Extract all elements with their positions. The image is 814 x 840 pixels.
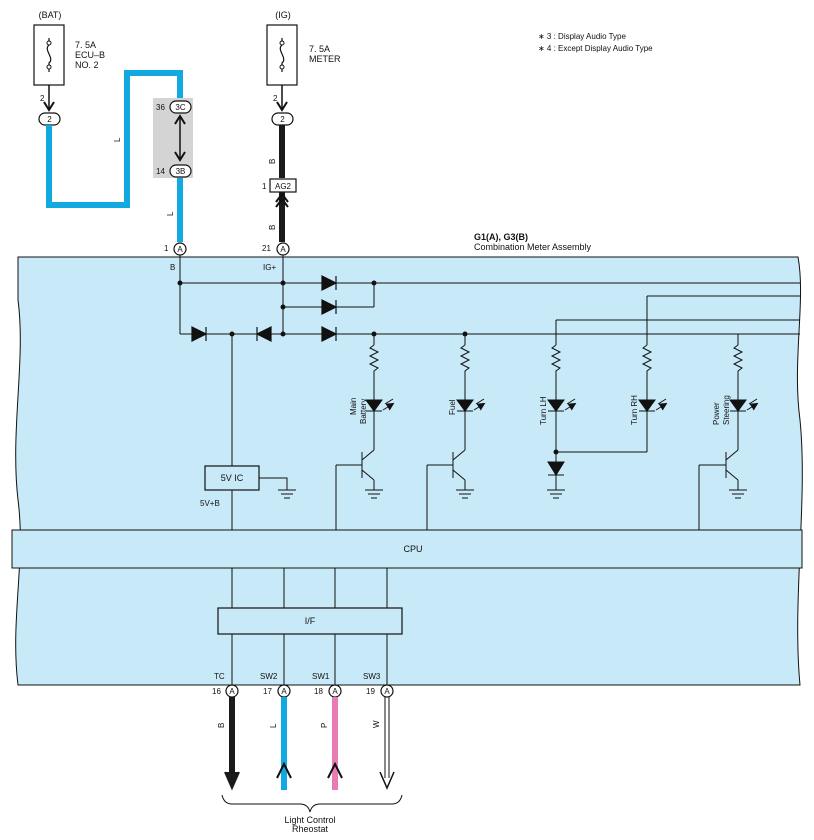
pin-sw1-label: SW1 [312, 672, 330, 681]
diode-icon [191, 326, 208, 342]
bat-fuse-name-2: NO. 2 [75, 60, 99, 70]
pin-sw3-connector [380, 684, 394, 698]
interface-block [217, 607, 403, 635]
destination-label-2: Rheostat [292, 824, 329, 834]
note-display-audio: ∗ 3 : Display Audio Type [538, 32, 626, 41]
pin-sw1-number: 18 [314, 687, 323, 696]
pin-ig-label: IG+ [263, 263, 276, 272]
arrow-up-icon [327, 761, 343, 779]
indicator-main-battery-label-2: Battery [359, 399, 368, 424]
wire-tc-code: B [217, 723, 226, 728]
cpu-label: CPU [403, 544, 422, 554]
indicator-main-battery [335, 344, 393, 530]
indicator-fuel-label: Fuel [448, 399, 457, 415]
indicator-power-steering-label: Power [712, 402, 721, 425]
diode-icon [321, 299, 338, 315]
pin-tc-number: 16 [212, 687, 221, 696]
junction-bottom-pin: 14 [156, 167, 165, 176]
5v-ic-label: 5V IC [221, 473, 244, 483]
junction-top-connector [169, 100, 192, 114]
indicator-turn-lh [547, 344, 575, 499]
pin-sw2-number: 17 [263, 687, 272, 696]
5v-b-label: 5V+B [200, 499, 220, 508]
pin-sw3-number: 19 [366, 687, 375, 696]
svg-text:A: A [281, 687, 287, 696]
bat-wire-l [46, 70, 183, 208]
arrow-down-icon [379, 771, 395, 790]
ground-icon [259, 477, 296, 499]
junction-bottom-connector [169, 164, 192, 178]
5v-ic-block [204, 465, 260, 491]
svg-text:A: A [280, 245, 286, 254]
indicator-turn-lh-label: Turn LH [539, 396, 548, 425]
bat-wire-code-upper: L [113, 137, 122, 142]
svg-text:A: A [177, 245, 183, 254]
indicator-power-steering-label-2: Steering [722, 395, 731, 425]
pin-tc-label: TC [214, 672, 225, 681]
bat-fuse-rating: 7. 5A [75, 40, 96, 50]
bat-fuse-pin: 2 [40, 94, 45, 103]
bat-fuse-name: ECU–B [75, 50, 105, 60]
cpu-block [11, 529, 803, 569]
ig-wire-code-upper: B [268, 159, 277, 164]
pin-b-label: B [170, 263, 175, 272]
svg-text:A: A [229, 687, 235, 696]
diode-icon [321, 326, 338, 342]
diode-icon [321, 275, 338, 291]
pin-ig-number: 21 [262, 244, 271, 253]
svg-text:AG2: AG2 [275, 182, 292, 191]
indicator-main-battery-label: Main [349, 398, 358, 415]
ig-fuse-rating: 7. 5A [309, 44, 330, 54]
ig-wire-code-lower: B [268, 225, 277, 230]
indicator-power-steering [698, 344, 757, 530]
svg-text:3B: 3B [176, 167, 186, 176]
svg-text:2: 2 [280, 115, 285, 124]
note-except-display-audio: ∗ 4 : Except Display Audio Type [538, 44, 653, 53]
junction-top-pin: 36 [156, 103, 165, 112]
indicator-fuel [426, 344, 484, 530]
wire-sw2-code: L [269, 723, 278, 728]
indicator-turn-rh [556, 344, 666, 453]
svg-text:A: A [332, 687, 338, 696]
destination-brace [221, 794, 403, 813]
ig-fuse-pin: 2 [273, 94, 278, 103]
bat-wire-code-lower: L [166, 211, 175, 216]
svg-text:A: A [384, 687, 390, 696]
junction-dots [177, 280, 468, 337]
svg-text:3C: 3C [175, 103, 185, 112]
ig-fuse-name: METER [309, 54, 341, 64]
wire-sw3-code: W [372, 720, 381, 728]
bat-supply-label: (BAT) [39, 10, 62, 20]
svg-text:2: 2 [47, 115, 52, 124]
assembly-name: Combination Meter Assembly [474, 242, 592, 252]
pin-sw3-label: SW3 [363, 672, 381, 681]
interface-label: I/F [305, 616, 316, 626]
assembly-title: G1(A), G3(B) [474, 232, 528, 242]
pin-b-number: 1 [164, 244, 169, 253]
wire-sw1-code: P [320, 723, 329, 728]
indicator-turn-rh-label: Turn RH [630, 395, 639, 425]
arrow-up-icon [276, 761, 292, 779]
ig-supply-label: (IG) [275, 10, 291, 20]
ag2-pin: 1 [262, 182, 267, 191]
cpu-if-lines [231, 568, 388, 685]
destination-label: Light Control [284, 815, 335, 825]
pin-sw2-label: SW2 [260, 672, 278, 681]
combination-meter-body [15, 256, 803, 686]
diode-icon [255, 326, 272, 342]
arrow-down-icon [224, 771, 240, 791]
